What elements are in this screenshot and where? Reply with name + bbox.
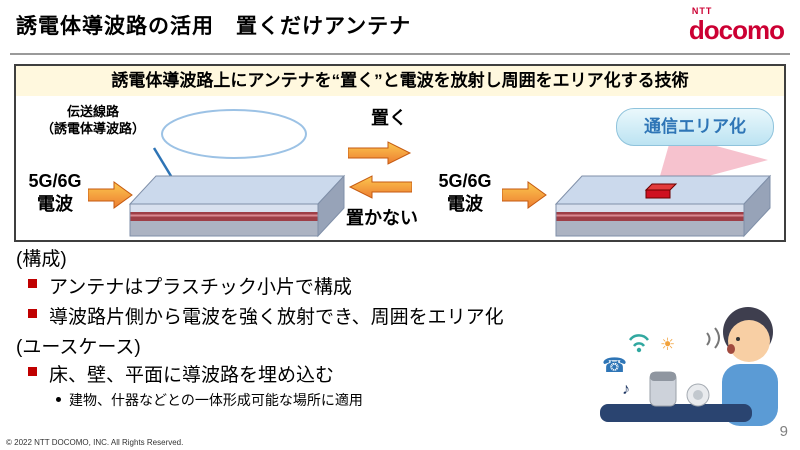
diagram-canvas: 伝送線路 （誘電体導波路） 5G/6G 電波 置く [16,96,784,240]
highlight-ellipse [161,109,307,159]
speech-lines [706,327,720,349]
dot-bullet-icon [56,397,61,402]
place-label: 置く [371,108,407,128]
docomo-logo-text: docomo [688,15,785,45]
sun-icon: ☀ [660,335,675,354]
sub-bullet-text: 建物、什器などとの一体形成可能な場所に適用 [69,392,363,408]
list-item: アンテナはプラスチック小片で構成 [28,272,352,299]
transmission-line-label: 伝送線路 （誘電体導波路） [41,104,145,138]
composition-heading: (構成) [16,249,67,270]
wifi-icon [628,334,650,353]
right-wave-label: 5G/6G 電波 [430,170,500,215]
place-arrow-icon [348,141,412,165]
waveguide-left [128,174,346,238]
square-bullet-icon [28,279,37,288]
usecase-heading: (ユースケース) [16,337,141,358]
right-wave-line1: 5G/6G [438,171,492,191]
phone-icon: ☎ [602,355,627,377]
communication-area-label: 通信エリア化 [616,108,774,146]
sub-list-item: 建物、什器などとの一体形成可能な場所に適用 [56,390,363,410]
square-bullet-icon [28,309,37,318]
copyright-text: © 2022 NTT DOCOMO, INC. All Rights Reser… [6,438,184,447]
transmission-line-label-line1: 伝送線路 [67,104,120,119]
diagram-panel: 誘電体導波路上にアンテナを“置く”と電波を放射し周囲をエリア化する技術 伝送線路… [14,64,786,242]
round-speaker-icon [686,383,710,407]
person-mouth [727,344,735,354]
list-item: 床、壁、平面に導波路を埋め込む [28,360,334,387]
left-wave-label: 5G/6G 電波 [20,170,90,215]
waveguide-right [554,174,772,238]
right-wave-line2: 電波 [447,193,483,214]
left-wave-line1: 5G/6G [28,171,82,191]
person-smart-speaker-illustration: ☎ ☀ ♪ [600,307,778,426]
music-note-icon: ♪ [622,381,630,398]
bullet-text: 導波路片側から電波を強く放射でき、周囲をエリア化 [49,307,504,328]
bullet-text: アンテナはプラスチック小片で構成 [49,277,352,298]
square-bullet-icon [28,367,37,376]
title-divider [10,53,790,55]
remove-label: 置かない [346,208,418,228]
smart-speaker-icon [649,371,677,407]
right-wave-arrow-icon [502,181,547,209]
person-face [728,320,770,362]
left-wave-arrow-icon [88,181,133,209]
remove-arrow-icon [348,175,412,199]
antenna-chip [644,183,678,199]
list-item: 導波路片側から電波を強く放射でき、周囲をエリア化 [28,302,504,329]
left-wave-line2: 電波 [37,193,73,214]
page-title: 誘電体導波路の活用 置くだけアンテナ [16,15,412,38]
ntt-logo-text: NTT [691,6,713,16]
table [600,404,752,422]
diagram-caption: 誘電体導波路上にアンテナを“置く”と電波を放射し周囲をエリア化する技術 [16,66,784,96]
bullet-text: 床、壁、平面に導波路を埋め込む [49,365,335,386]
transmission-line-label-line2: （誘電体導波路） [41,120,146,136]
page-number: 9 [779,423,788,440]
person-eye [736,337,740,341]
docomo-logo: NTT docomo [688,6,785,45]
